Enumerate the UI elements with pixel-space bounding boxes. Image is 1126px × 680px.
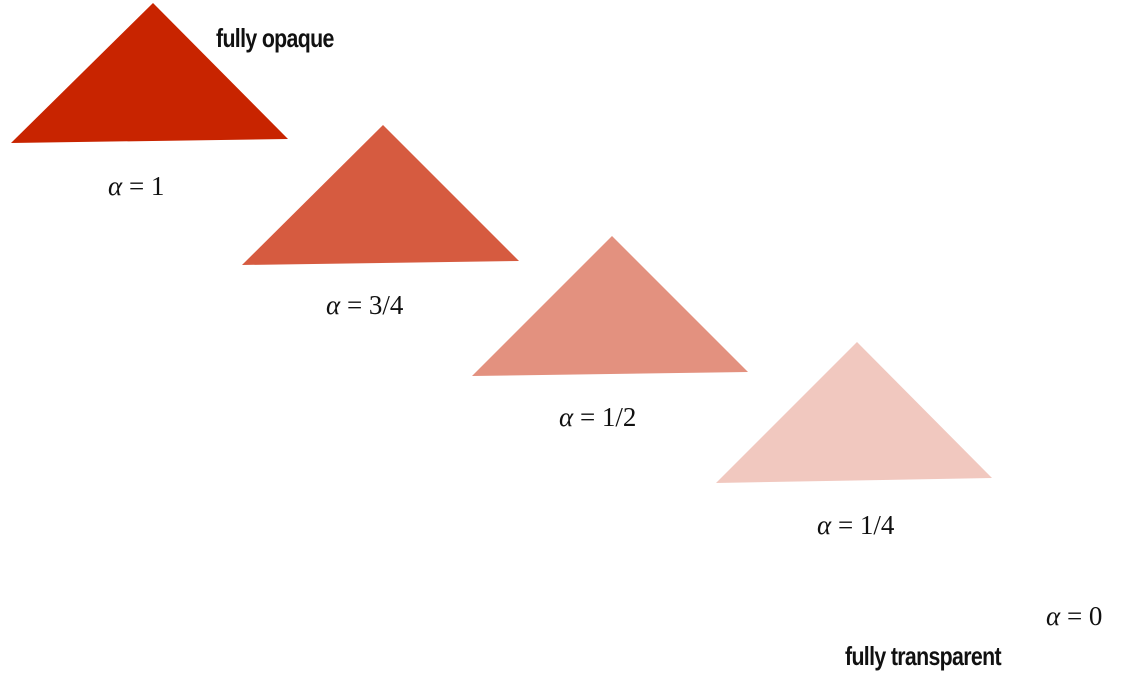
- alpha-symbol: α: [326, 290, 341, 320]
- alpha-symbol: α: [1046, 601, 1061, 631]
- alpha-label-1-2: α = 1/2: [559, 404, 636, 431]
- alpha-label-0: α = 0: [1046, 603, 1102, 630]
- triangle-alpha-1: [11, 3, 288, 143]
- triangle-alpha-0: [880, 470, 1120, 594]
- alpha-value: = 1/4: [837, 510, 895, 540]
- alpha-symbol: α: [559, 402, 574, 432]
- fully-transparent-note: fully transparent: [845, 641, 1002, 671]
- alpha-symbol: α: [108, 171, 123, 201]
- alpha-value: = 3/4: [346, 290, 404, 320]
- alpha-label-1: α = 1: [108, 173, 164, 200]
- alpha-value: = 1/2: [579, 402, 637, 432]
- triangle-alpha-1-2: [472, 236, 748, 376]
- fully-opaque-note: fully opaque: [216, 23, 334, 53]
- alpha-label-1-4: α = 1/4: [817, 512, 894, 539]
- triangle-alpha-1-4: [716, 342, 992, 483]
- alpha-value: = 1: [128, 171, 165, 201]
- triangle-alpha-3-4: [242, 125, 519, 265]
- alpha-symbol: α: [817, 510, 832, 540]
- alpha-label-3-4: α = 3/4: [326, 292, 403, 319]
- alpha-value: = 0: [1066, 601, 1103, 631]
